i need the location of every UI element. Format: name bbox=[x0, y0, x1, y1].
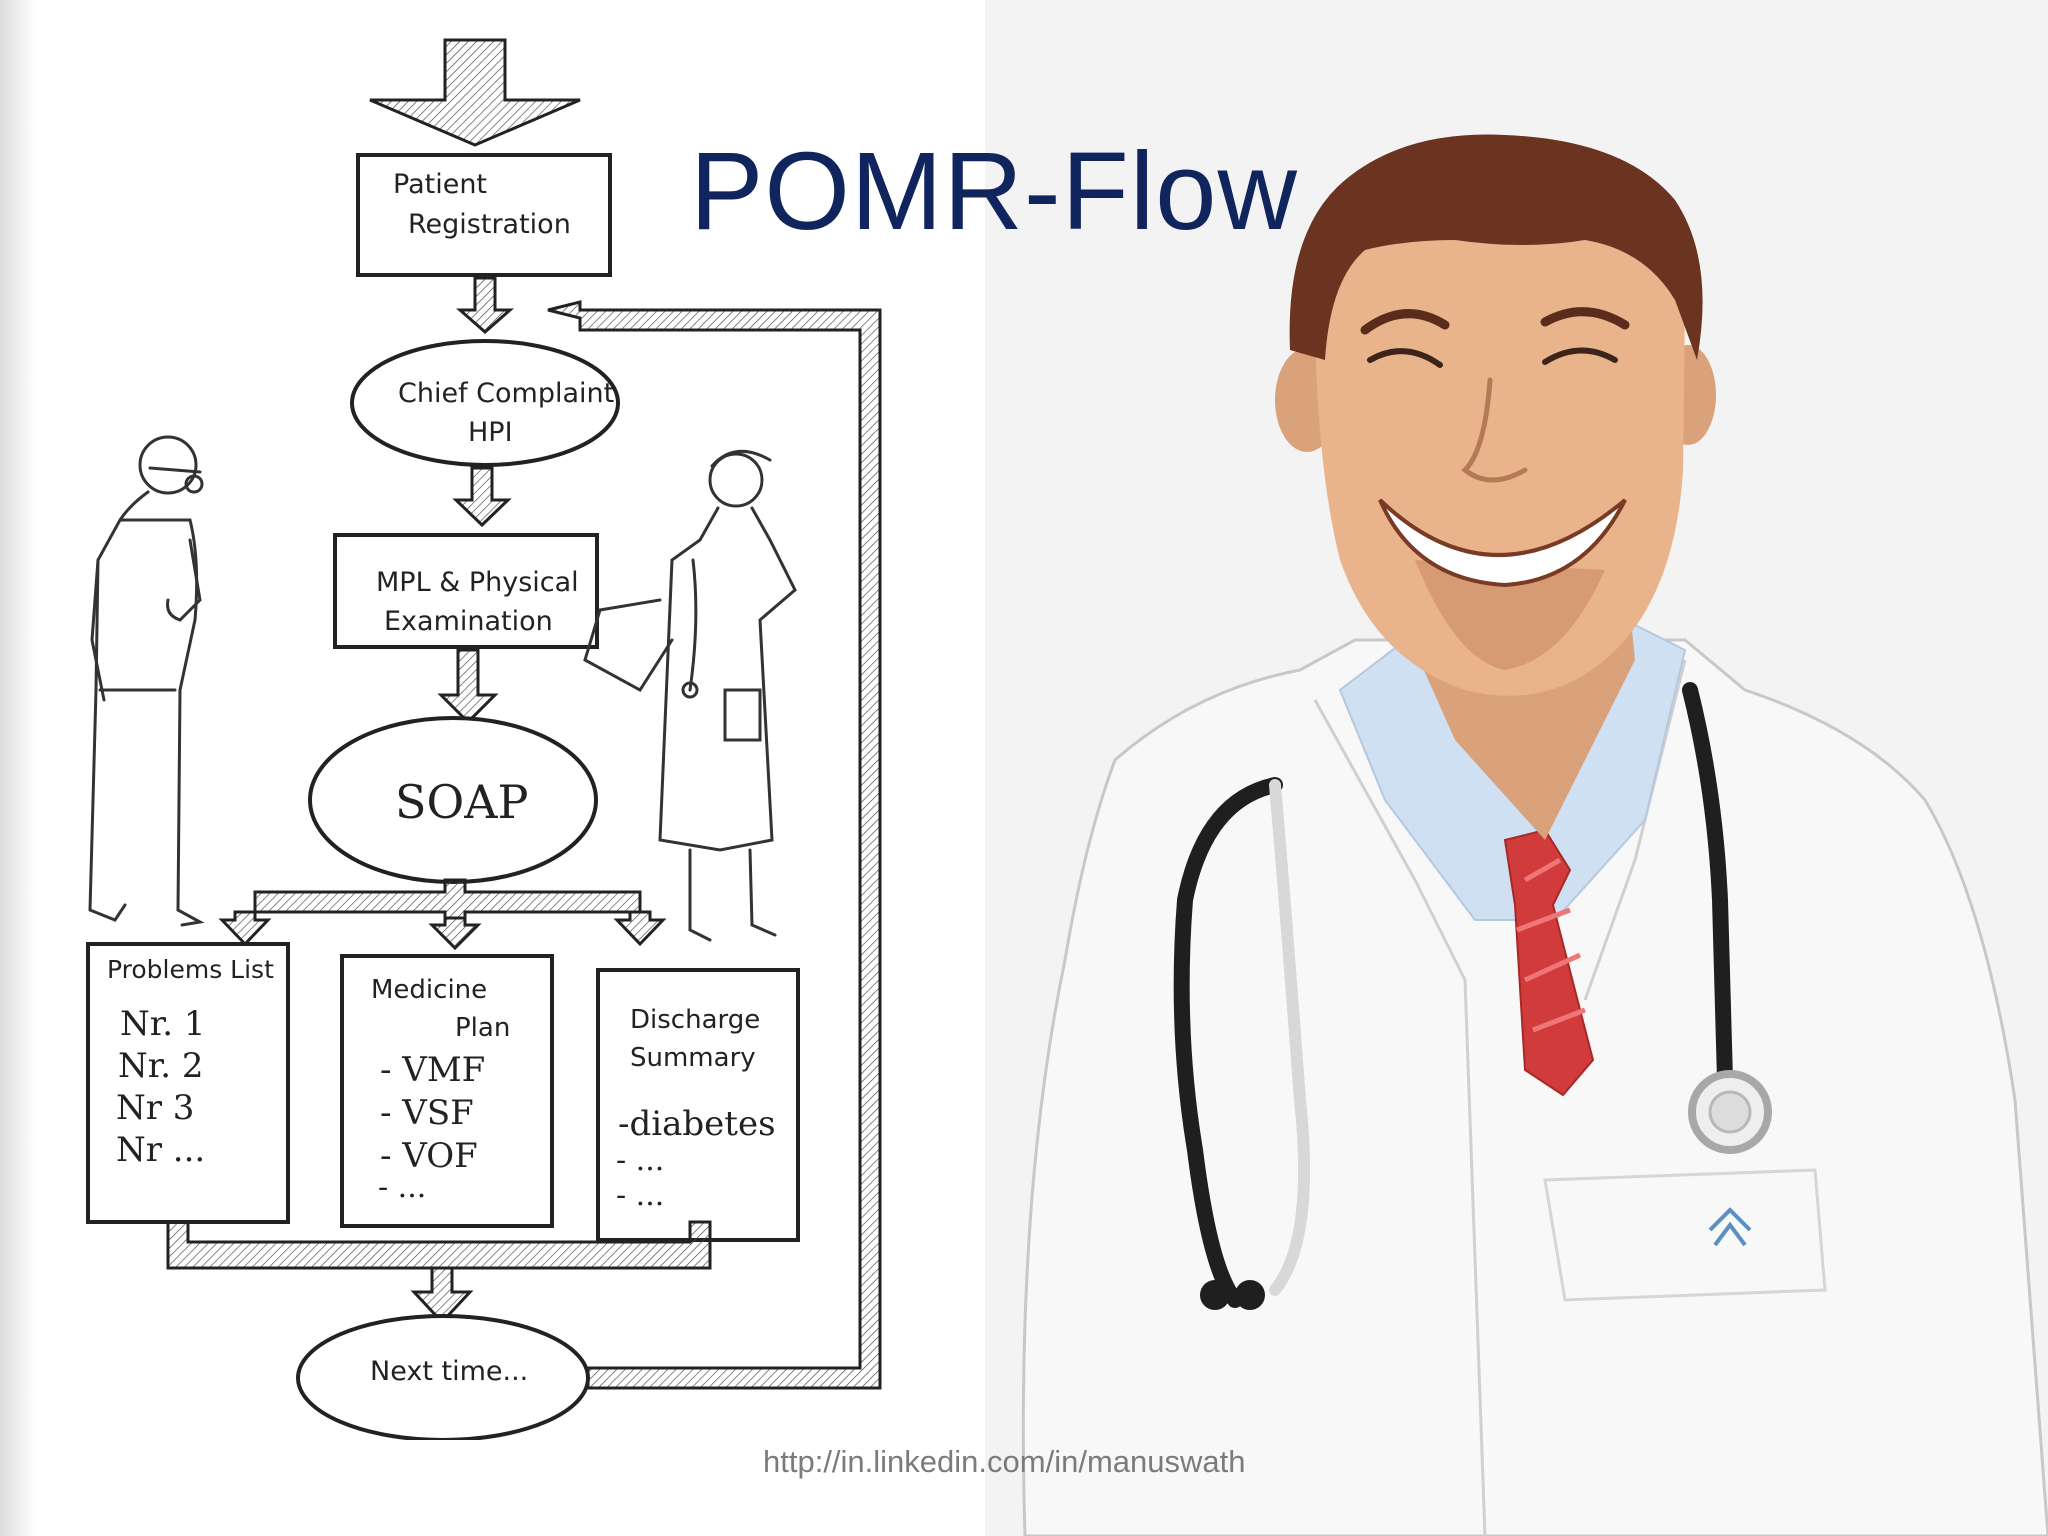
medicine-plan-line2: Plan bbox=[455, 1013, 510, 1043]
pomr-flowchart: Patient Registration Chief Complaint HPI… bbox=[86, 38, 882, 1440]
discharge-summary-item: - ... bbox=[616, 1178, 664, 1213]
feedback-loop bbox=[547, 300, 882, 1390]
discharge-summary-line1: Discharge bbox=[630, 1005, 760, 1035]
hair bbox=[1289, 134, 1703, 360]
medicine-plan-line1: Medicine bbox=[371, 975, 487, 1005]
stethoscope bbox=[1173, 682, 1772, 1310]
medicine-plan-item: - VOF bbox=[380, 1136, 478, 1176]
medicine-plan-item: - VSF bbox=[380, 1093, 474, 1133]
patient-registration-line2: Registration bbox=[408, 209, 571, 240]
discharge-summary-item: - ... bbox=[616, 1143, 664, 1178]
next-time-label: Next time... bbox=[370, 1356, 528, 1387]
soap-label: SOAP bbox=[395, 775, 528, 829]
arrow-to-chief-complaint bbox=[456, 276, 514, 334]
arrow-to-soap bbox=[437, 648, 499, 725]
discharge-summary-line2: Summary bbox=[630, 1043, 756, 1073]
slide-title: POMR-Flow bbox=[690, 130, 1298, 253]
mpl-exam-line1: MPL & Physical bbox=[376, 567, 579, 598]
problems-list-box: Problems List Nr. 1 Nr. 2 Nr 3 Nr ... bbox=[86, 942, 290, 1224]
medicine-plan-item: - ... bbox=[378, 1170, 426, 1205]
tie bbox=[1503, 828, 1595, 1097]
edge-shadow bbox=[0, 0, 36, 1536]
discharge-summary-item: -diabetes bbox=[618, 1104, 776, 1144]
patient-registration-box: Patient Registration bbox=[356, 153, 612, 277]
problems-list-item: Nr. 2 bbox=[118, 1046, 204, 1086]
medicine-plan-box: Medicine Plan - VMF - VSF - VOF - ... bbox=[340, 954, 554, 1228]
problems-list-item: Nr ... bbox=[116, 1130, 205, 1170]
arrow-to-mpl bbox=[452, 466, 512, 528]
medicine-plan-item: - VMF bbox=[380, 1050, 485, 1090]
discharge-summary-box: Discharge Summary -diabetes - ... - ... bbox=[596, 968, 800, 1242]
coat-logo bbox=[1708, 1207, 1752, 1247]
problems-list-item: Nr. 1 bbox=[120, 1004, 206, 1044]
patient-sketch bbox=[88, 435, 205, 927]
coat-pocket bbox=[1543, 1168, 1827, 1302]
chief-complaint-node: Chief Complaint HPI bbox=[350, 339, 620, 467]
merge-arrows bbox=[166, 1220, 712, 1325]
problems-list-title: Problems List bbox=[107, 955, 274, 984]
problems-list-item: Nr 3 bbox=[116, 1088, 194, 1128]
chief-complaint-line2: HPI bbox=[468, 417, 513, 448]
doctor-illustration bbox=[1021, 134, 2048, 1536]
chief-complaint-line1: Chief Complaint bbox=[398, 378, 614, 409]
footer-url: http://in.linkedin.com/in/manuswath bbox=[763, 1444, 1246, 1479]
patient-registration-line1: Patient bbox=[393, 169, 487, 200]
mpl-exam-box: MPL & Physical Examination bbox=[333, 533, 599, 649]
doctor-sketch bbox=[583, 449, 797, 942]
next-time-node: Next time... bbox=[296, 1314, 590, 1440]
soap-node: SOAP bbox=[308, 716, 598, 884]
mpl-exam-line2: Examination bbox=[384, 606, 553, 637]
entry-arrow bbox=[369, 38, 581, 147]
smile bbox=[1378, 498, 1627, 588]
split-arrows bbox=[218, 878, 667, 951]
